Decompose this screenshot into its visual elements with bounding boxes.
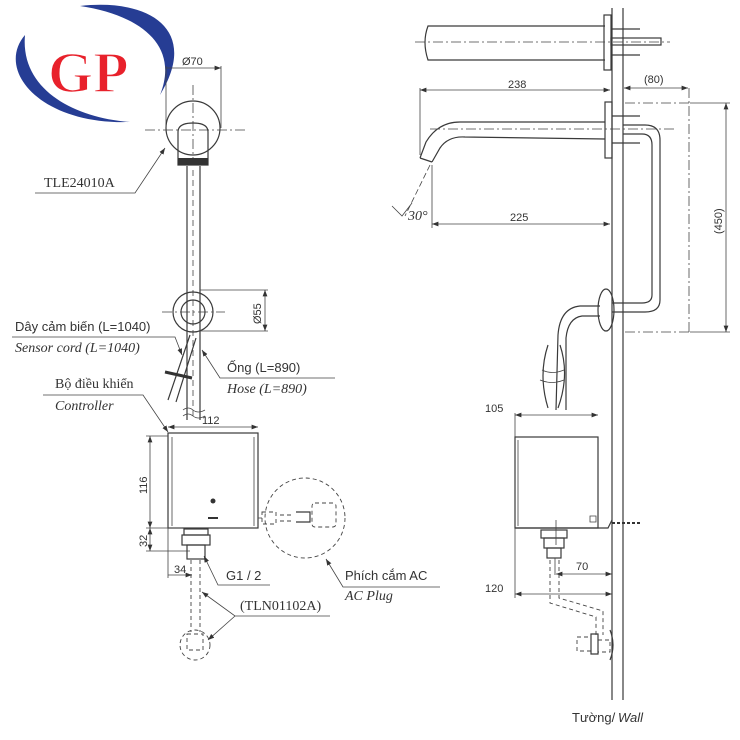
controller-label-en: Controller bbox=[55, 399, 114, 414]
dim-spout-length: 238 bbox=[508, 79, 526, 91]
wall-label-en: Wall bbox=[618, 710, 644, 725]
dim-outlet-offset-side: 70 bbox=[576, 561, 588, 573]
ac-plug-label-vi: Phích cắm AC bbox=[345, 568, 427, 583]
dim-spout-diameter: Ø70 bbox=[182, 56, 203, 68]
controller-label-vi: Bộ điều khiển bbox=[55, 377, 134, 392]
dim-wall-depth: (80) bbox=[644, 74, 664, 86]
dim-total-depth: 120 bbox=[485, 583, 503, 595]
dim-fitting-height: 32 bbox=[138, 535, 150, 547]
dim-spout-reach: 225 bbox=[510, 212, 528, 224]
thread-label: G1 / 2 bbox=[226, 568, 261, 583]
hose-label-vi: Ống (L=890) bbox=[227, 360, 300, 375]
valve-label: (TLN01102A) bbox=[240, 599, 321, 614]
dim-flange-diameter: Ø55 bbox=[252, 303, 264, 324]
model-label: TLE24010A bbox=[44, 176, 116, 191]
hose-label-en: Hose (L=890) bbox=[226, 382, 307, 397]
logo-text: GP bbox=[48, 40, 129, 105]
dim-height: (450) bbox=[713, 208, 725, 234]
dim-controller-height: 116 bbox=[138, 476, 150, 494]
front-view: Ø70 TLE24010A Ø55 Dây cảm biến (L=1040) … bbox=[12, 56, 440, 661]
dim-angle: 30° bbox=[407, 209, 428, 224]
gp-logo: GP bbox=[15, 4, 175, 123]
dim-controller-depth: 105 bbox=[485, 403, 503, 415]
side-view: 238 (80) 30° 225 (450) bbox=[391, 8, 730, 725]
ac-plug-label-en: AC Plug bbox=[344, 589, 393, 604]
dim-outlet-offset: 34 bbox=[174, 564, 186, 576]
sensor-cord-label-en: Sensor cord (L=1040) bbox=[15, 341, 140, 356]
sensor-cord-label-vi: Dây cảm biến (L=1040) bbox=[15, 319, 151, 334]
dim-controller-width: 112 bbox=[202, 415, 220, 427]
wall-label-vi: Tường/ bbox=[572, 710, 616, 725]
